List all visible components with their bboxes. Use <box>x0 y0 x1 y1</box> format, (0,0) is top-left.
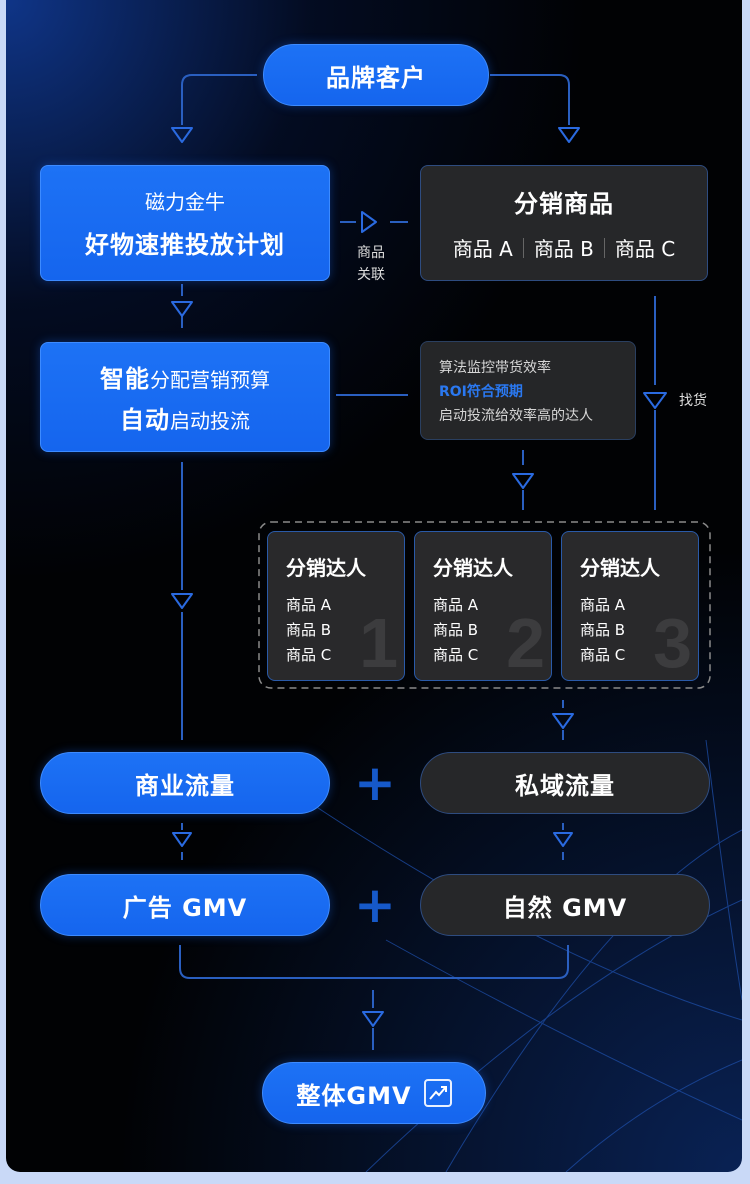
creator-product: 商品 C <box>433 646 479 664</box>
trend-chart-icon <box>423 1079 452 1107</box>
background-curve <box>565 1059 742 1172</box>
connector-line <box>181 74 257 125</box>
budget-line1-bold: 智能 <box>100 365 150 393</box>
divider <box>603 237 605 258</box>
creator-product: 商品 C <box>286 646 332 664</box>
divider <box>522 237 524 258</box>
background-curve <box>385 939 742 1121</box>
algo-line3: 启动投流给效率高的达人 <box>439 408 593 424</box>
creator-card: 分销达人 商品 A 商品 B 商品 C 3 <box>561 531 699 681</box>
creator-product: 商品 A <box>433 596 479 614</box>
find-goods-label: 找货 <box>679 393 707 409</box>
creator-product: 商品 A <box>580 596 626 614</box>
private-traffic-label: 私域流量 <box>515 771 615 800</box>
link-label-line2: 关联 <box>357 267 385 283</box>
natural-gmv-label: 自然 GMV <box>502 893 628 922</box>
connector-line <box>179 945 569 979</box>
creator-product: 商品 B <box>433 621 479 639</box>
background-curve <box>705 739 742 1001</box>
arrow-down-icon <box>643 392 667 409</box>
creator-title: 分销达人 <box>433 556 513 580</box>
creator-title: 分销达人 <box>580 556 660 580</box>
creator-group-border <box>258 521 711 689</box>
ad-gmv-label: 广告 GMV <box>122 893 248 922</box>
creator-product: 商品 A <box>286 596 332 614</box>
arrow-down-icon <box>171 593 193 609</box>
budget-line1: 智能分配营销预算 <box>100 359 270 394</box>
link-label: 商品 关联 <box>346 242 396 286</box>
connector-line <box>490 74 570 125</box>
campaign-brand-label: 磁力金牛 <box>145 190 225 214</box>
page-footer-band <box>0 1172 750 1184</box>
background-curve <box>365 899 742 1172</box>
commercial-traffic-node: 商业流量 <box>40 752 330 814</box>
smart-budget-node: 智能分配营销预算 自动启动投流 <box>40 342 330 452</box>
connector-line <box>181 823 564 860</box>
brand-client-label: 品牌客户 <box>326 63 426 92</box>
campaign-plan-node: 磁力金牛 好物速推投放计划 <box>40 165 330 281</box>
creator-product: 商品 B <box>580 621 626 639</box>
arrow-down-icon <box>171 127 193 143</box>
plus-icon: + <box>354 754 396 812</box>
product-item: 商品 C <box>614 237 676 261</box>
ad-gmv-node: 广告 GMV <box>40 874 330 936</box>
total-gmv-label: 整体GMV <box>296 1081 412 1110</box>
natural-gmv-node: 自然 GMV <box>420 874 710 936</box>
creator-title: 分销达人 <box>286 556 366 580</box>
arrow-down-icon <box>362 1011 384 1027</box>
total-gmv-node: 整体GMV <box>262 1062 486 1124</box>
link-label-line1: 商品 <box>357 245 385 261</box>
plus-icon: + <box>354 876 396 934</box>
creator-index: 1 <box>359 604 398 682</box>
creator-card: 分销达人 商品 A 商品 B 商品 C 1 <box>267 531 405 681</box>
arrow-down-icon <box>552 713 574 729</box>
budget-line1-rest: 分配营销预算 <box>150 368 270 392</box>
arrow-down-icon <box>558 127 580 143</box>
distribution-products-node: 分销商品 商品 A 商品 B 商品 C <box>420 165 708 281</box>
creator-index: 3 <box>653 604 692 682</box>
product-item: 商品 B <box>533 237 594 261</box>
product-list: 商品 A 商品 B 商品 C <box>453 233 675 262</box>
campaign-plan-label: 好物速推投放计划 <box>85 231 285 259</box>
creator-product: 商品 B <box>286 621 332 639</box>
algo-line1: 算法监控带货效率 <box>439 360 551 376</box>
budget-line2-rest: 启动投流 <box>170 409 250 433</box>
arrow-down-icon <box>512 473 534 489</box>
diagram-panel: 品牌客户 磁力金牛 好物速推投放计划 商品 关联 分销商品 商品 A 商品 B … <box>6 0 742 1172</box>
arrow-down-icon <box>553 832 573 847</box>
budget-line2-bold: 自动 <box>120 406 170 434</box>
brand-client-node: 品牌客户 <box>263 44 489 106</box>
connector-lines <box>171 74 742 1172</box>
algo-roi-line: ROI符合预期 <box>439 384 523 400</box>
private-traffic-node: 私域流量 <box>420 752 710 814</box>
creator-card: 分销达人 商品 A 商品 B 商品 C 2 <box>414 531 552 681</box>
arrow-right-icon <box>361 211 377 233</box>
distribution-products-title: 分销商品 <box>514 190 614 218</box>
arrow-down-icon <box>172 832 192 847</box>
creator-product: 商品 C <box>580 646 626 664</box>
product-item: 商品 A <box>452 237 513 261</box>
background-curve <box>445 829 742 1172</box>
budget-line2: 自动启动投流 <box>120 400 250 435</box>
algorithm-monitor-node: 算法监控带货效率 ROI符合预期 启动投流给效率高的达人 <box>420 341 636 440</box>
commercial-traffic-label: 商业流量 <box>135 771 235 800</box>
creator-index: 2 <box>506 604 545 682</box>
arrow-down-icon <box>171 301 193 317</box>
